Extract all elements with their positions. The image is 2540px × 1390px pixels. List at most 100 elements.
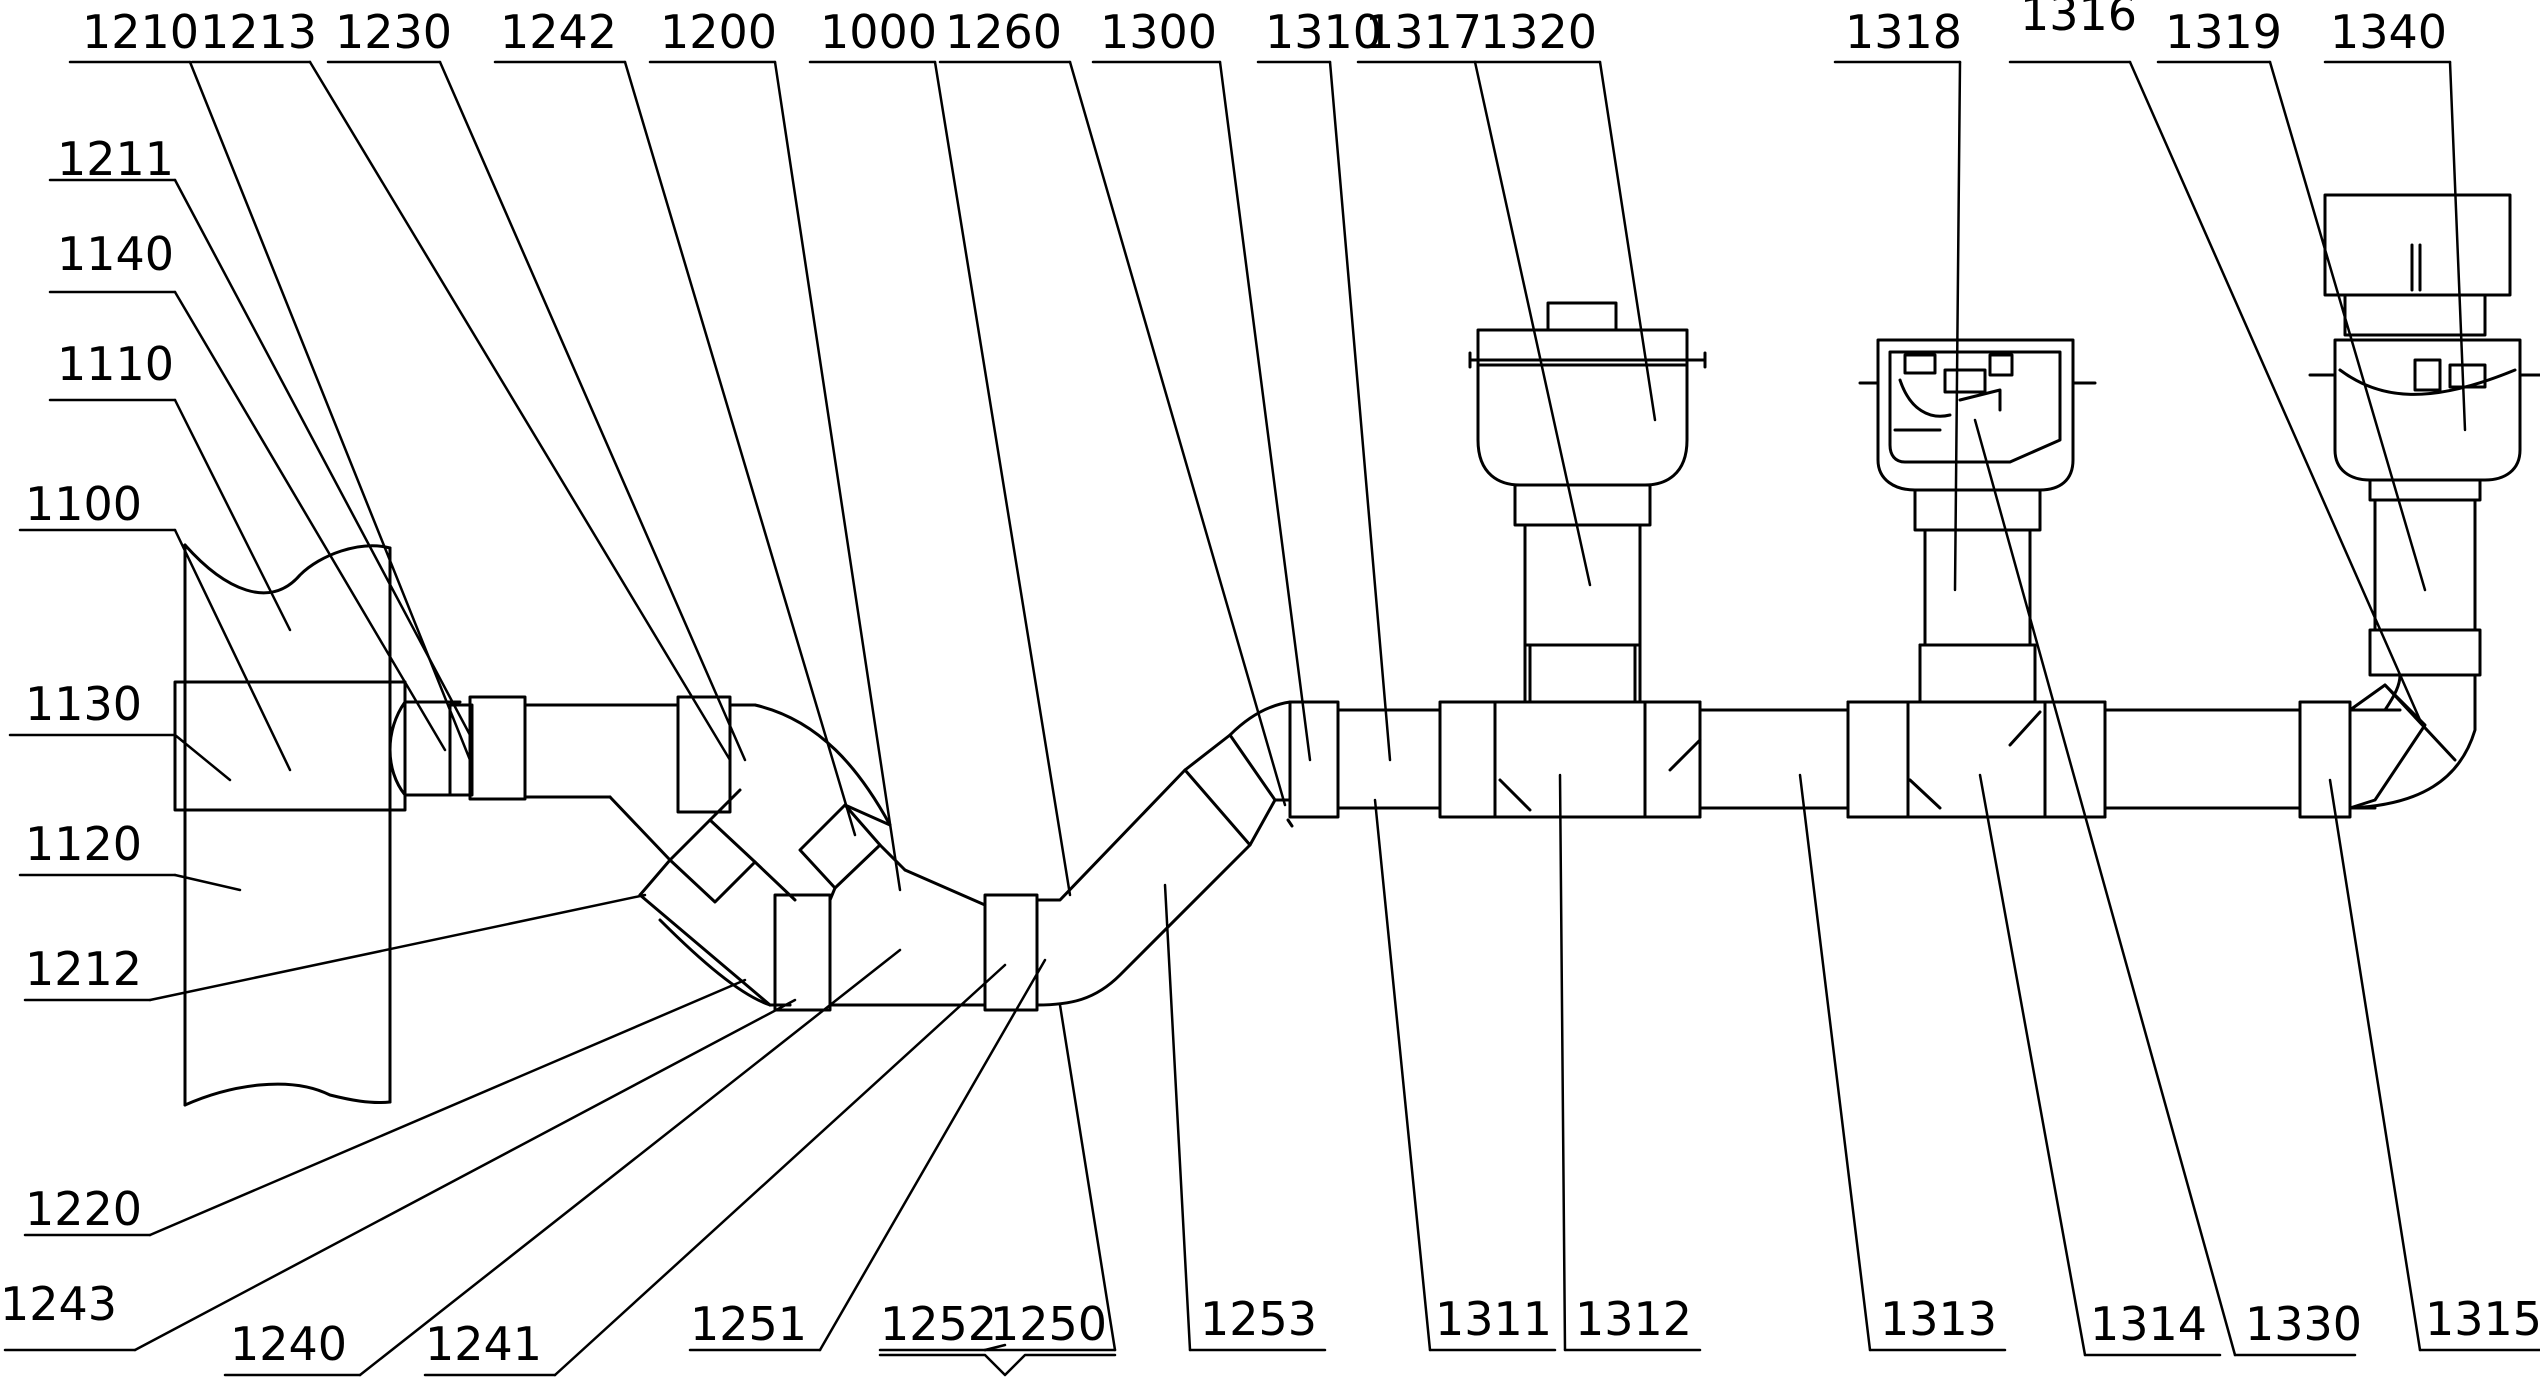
- leader-line: [1373, 798, 1432, 1352]
- callout-1251: 1251: [688, 958, 1047, 1352]
- leader-line: [148, 978, 747, 1237]
- leader-line: [188, 60, 472, 762]
- callout-1140: 1140: [48, 227, 447, 752]
- leader-line: [1473, 60, 1592, 587]
- label-1000: 1000: [820, 5, 937, 59]
- callout-1320: 1320: [1473, 5, 1657, 422]
- callout-1200: 1200: [648, 5, 902, 892]
- leader-line: [173, 528, 292, 772]
- label-1220: 1220: [25, 1182, 142, 1236]
- label-1330: 1330: [2245, 1297, 2362, 1351]
- leader-line: [2328, 778, 2422, 1352]
- label-1211: 1211: [57, 132, 174, 186]
- label-1313: 1313: [1880, 1292, 1997, 1346]
- label-1319: 1319: [2165, 5, 2282, 59]
- callout-1315: 1315: [2328, 778, 2540, 1352]
- floor-drain-1: [1468, 301, 1707, 487]
- label-1240: 1240: [230, 1317, 347, 1371]
- offset-coupling: [1183, 733, 1277, 847]
- label-1317: 1317: [1365, 5, 1482, 59]
- stub-coupling: [468, 695, 527, 801]
- callout-1243: 1243: [0, 998, 797, 1352]
- leader-line: [933, 60, 1072, 897]
- wye-branch: [608, 703, 907, 1007]
- label-1210: 1210: [82, 5, 199, 59]
- leader-line: [773, 60, 902, 892]
- label-1200: 1200: [660, 5, 777, 59]
- callout-1212: 1212: [23, 893, 647, 1002]
- callout-1330: 1330: [1973, 418, 2362, 1357]
- callout-1253: 1253: [1163, 883, 1327, 1352]
- leader-line: [173, 733, 232, 782]
- label-1212: 1212: [25, 942, 142, 996]
- leader-line: [173, 178, 472, 737]
- label-1320: 1320: [1480, 5, 1597, 59]
- coupling-1315: [2298, 700, 2352, 819]
- elbow-up: [2348, 478, 2482, 810]
- label-1213: 1213: [200, 5, 317, 59]
- label-1314: 1314: [2090, 1297, 2207, 1351]
- leader-line: [2128, 60, 2422, 722]
- leader-line: [1598, 60, 1657, 422]
- offset-elbow: [1035, 700, 1294, 1007]
- coupling-1251: [983, 893, 1039, 1012]
- leader-line: [553, 963, 1007, 1377]
- leader-line: [1328, 60, 1392, 762]
- leader-line: [173, 873, 242, 892]
- label-1316: 1316: [2020, 0, 2137, 41]
- branch-pipe-stub: [388, 695, 732, 814]
- callout-1313: 1313: [1798, 773, 2007, 1352]
- tee-1: [1493, 483, 1702, 819]
- callout-1211: 1211: [48, 132, 472, 737]
- leader-line: [308, 60, 732, 762]
- group-brace: [878, 1353, 1117, 1377]
- leader-line: [1798, 773, 1872, 1352]
- label-1252: 1252: [880, 1297, 997, 1351]
- wye-coupling: [676, 695, 732, 814]
- double-wye: [773, 868, 1039, 1012]
- label-1315: 1315: [2425, 1292, 2540, 1346]
- leader-line: [2448, 60, 2467, 432]
- label-1250: 1250: [990, 1297, 1107, 1351]
- callout-1252: 1252: [878, 1297, 1007, 1352]
- callout-1318: 1318: [1833, 5, 1962, 592]
- leader-line: [1068, 60, 1287, 807]
- callout-1130: 1130: [8, 677, 232, 782]
- leader-line: [1973, 418, 2237, 1357]
- callout-1110: 1110: [48, 337, 292, 632]
- leader-line: [173, 398, 292, 632]
- callout-1314: 1314: [1978, 773, 2222, 1357]
- leader-line: [358, 948, 902, 1377]
- coupling-1240: [773, 893, 832, 1012]
- label-1318: 1318: [1845, 5, 1962, 59]
- callout-1316: 1316: [2008, 0, 2422, 722]
- label-1251: 1251: [690, 1297, 807, 1351]
- label-1311: 1311: [1435, 1292, 1552, 1346]
- callout-1312: 1312: [1558, 773, 1702, 1352]
- label-1110: 1110: [57, 337, 174, 391]
- callout-1241: 1241: [423, 963, 1007, 1377]
- callout-1250: 1250: [983, 1003, 1117, 1352]
- leader-line: [1978, 773, 2087, 1357]
- horizontal-run: [1288, 700, 2352, 819]
- label-1253: 1253: [1200, 1292, 1317, 1346]
- label-1230: 1230: [335, 5, 452, 59]
- mainstack-pipe: [173, 543, 407, 1107]
- callout-1260: 1260: [938, 5, 1287, 807]
- callout-1210: 1210: [68, 5, 472, 762]
- tee-2: [1846, 488, 2107, 819]
- leader-line: [1058, 1003, 1117, 1352]
- floor-drain-2: [1858, 338, 2097, 492]
- label-1300: 1300: [1100, 5, 1217, 59]
- label-1242: 1242: [500, 5, 617, 59]
- label-1100: 1100: [25, 477, 142, 531]
- leader-line: [1558, 773, 1567, 1352]
- label-1260: 1260: [945, 5, 1062, 59]
- leader-line: [173, 290, 447, 752]
- label-1340: 1340: [2330, 5, 2447, 59]
- floor-drain-3: [2308, 193, 2540, 482]
- leader-line: [2268, 60, 2427, 592]
- callout-1242: 1242: [493, 5, 857, 837]
